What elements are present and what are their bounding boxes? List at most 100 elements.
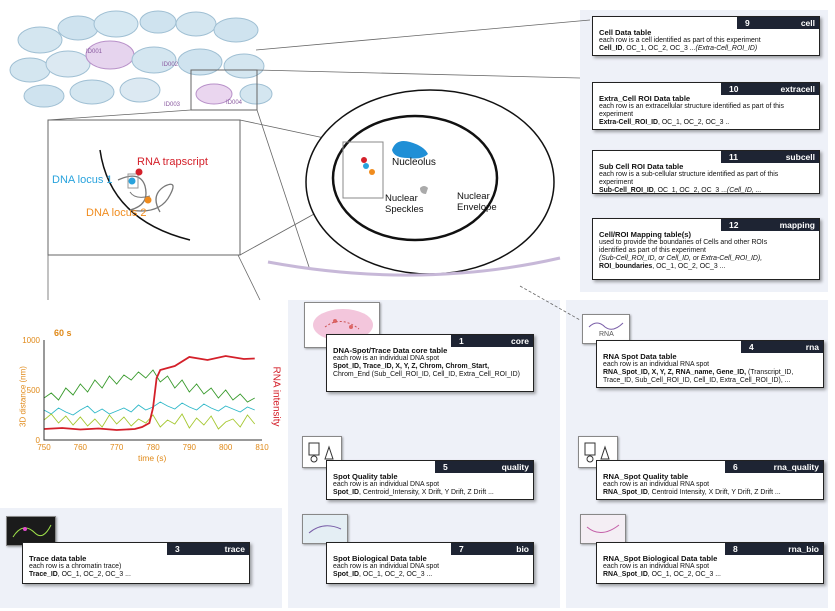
card-title: DNA-Spot/Trace Data core table <box>333 346 448 355</box>
card-key: trace <box>224 544 245 554</box>
cell-id-4: ID004 <box>226 100 243 106</box>
card-description: (Sub-Cell_ROI_ID, or Cell_ID, or Extra-C… <box>599 255 763 262</box>
card-number: 1 <box>459 336 464 346</box>
card-fields: Spot_ID, OC_1, OC_2, OC_3 ... <box>333 571 433 578</box>
card-number: 5 <box>443 462 448 472</box>
nucleolus-label: Nucleolus <box>392 157 436 168</box>
card-fields: Spot_ID, Trace_ID, X, Y, Z, Chrom, Chrom… <box>333 363 520 379</box>
card-header: 1 core <box>451 335 533 347</box>
card-fields: RNA_Spot_ID, OC_1, OC_2, OC_3 ... <box>603 571 721 578</box>
y-tick-label: 1000 <box>22 336 40 345</box>
chart-y-label: 3D distance (nm) <box>18 366 28 427</box>
nuclear-speckles-label: Nuclear Speckles <box>385 193 424 215</box>
card-title: Spot Biological Data table <box>333 554 427 563</box>
bio-thumbnail <box>302 514 348 544</box>
chart-x-label: time (s) <box>138 453 167 463</box>
series-line-3 <box>43 413 256 430</box>
x-tick-label: 780 <box>146 443 160 452</box>
cell-id-1: ID001 <box>86 49 103 55</box>
card-number: 12 <box>729 220 739 230</box>
cell-id-3: ID003 <box>164 102 181 108</box>
card-description: each row is a sub-cellular structure ide… <box>599 171 779 178</box>
card-key: rna_bio <box>788 544 819 554</box>
rna-bio-thumbnail <box>580 514 626 544</box>
rna-spot <box>135 168 143 176</box>
card-title: Extra_Cell ROI Data table <box>599 94 691 103</box>
cell-micrograph: ID001 ID002 ID003 ID004 <box>9 10 280 111</box>
y-tick-label: 0 <box>36 436 41 445</box>
card-title: Sub Cell ROI Data table <box>599 162 684 171</box>
card-title: RNA Spot Data table <box>603 352 677 361</box>
rna-transcript-label: RNA trapscript <box>137 156 208 168</box>
card-number: 8 <box>733 544 738 554</box>
card-description: experiment <box>599 111 634 118</box>
card-header: 5 quality <box>435 461 533 473</box>
x-tick-label: 810 <box>255 443 269 452</box>
y-tick-label: 500 <box>27 386 41 395</box>
card-description: each row is an individual RNA spot <box>603 361 710 368</box>
card-number: 9 <box>745 18 750 28</box>
card-fields: Extra-Cell_ROI_ID, OC_1, OC_2, OC_3 .. <box>599 119 730 126</box>
card-fields: RNA_Spot_ID, X, Y, Z, RNA_name, Gene_ID,… <box>603 369 794 385</box>
card-description: each row is an individual RNA spot <box>603 481 710 488</box>
card-number: 7 <box>459 544 464 554</box>
card-key: rna_quality <box>773 462 819 472</box>
dna-locus-2-label: DNA locus 2 <box>86 207 147 219</box>
card-fields: RNA_Spot_ID, Centroid Intensity, X Drift… <box>603 489 781 496</box>
card-title: Trace data table <box>29 554 87 563</box>
card-number: 4 <box>749 342 754 352</box>
card-key: cell <box>800 18 815 28</box>
card-fields: ROI_boundaries, OC_1, OC_2, OC_3 ... <box>599 263 726 270</box>
series-line-1 <box>43 369 255 403</box>
card-title: Cell/ROI Mapping table(s) <box>599 230 691 239</box>
card-description: each row is an individual DNA spot <box>333 355 440 362</box>
chart-title: 60 s <box>54 328 72 338</box>
card-header: 9 cell <box>737 17 819 29</box>
card-header: 7 bio <box>451 543 533 555</box>
card-title: Spot Quality table <box>333 472 398 481</box>
card-description: each row is a cell identified as part of… <box>599 37 761 44</box>
card-description: each row is a chromatin trace) <box>29 563 122 570</box>
rna-spot-thumbnail: RNA <box>582 314 630 344</box>
nucleus-schematic <box>267 89 561 277</box>
card-title: Cell Data table <box>599 28 652 37</box>
connector-lines <box>47 19 591 321</box>
x-tick-label: 800 <box>219 443 233 452</box>
card-description: experiment <box>599 179 634 186</box>
dna1-spot <box>128 177 136 185</box>
card-title: RNA_Spot Biological Data table <box>603 554 718 563</box>
dna-locus-1-label: DNA locus 1 <box>52 174 113 186</box>
card-description: each row is an individual RNA spot <box>603 563 710 570</box>
card-key: bio <box>516 544 529 554</box>
chart-y2-label: RNA intensity <box>270 366 282 427</box>
dna2-spot <box>144 196 152 204</box>
card-key: rna <box>805 342 819 352</box>
card-fields: Trace_ID, OC_1, OC_2, OC_3 ... <box>29 571 131 578</box>
x-tick-label: 790 <box>183 443 197 452</box>
cell-id-2: ID002 <box>162 62 179 68</box>
card-description: each row is an individual DNA spot <box>333 481 440 488</box>
card-key: core <box>511 336 529 346</box>
card-header: 4 rna <box>741 341 823 353</box>
card-key: mapping <box>779 220 815 230</box>
card-number: 11 <box>729 152 738 162</box>
card-key: subcell <box>785 152 815 162</box>
card-number: 3 <box>175 544 180 554</box>
card-description: each row is an extracellular structure i… <box>599 103 784 110</box>
card-fields: Sub-Cell_ROI_ID, OC_1, OC_2, OC_3 ...(Ce… <box>599 187 762 194</box>
card-key: quality <box>501 462 529 472</box>
card-description: each row is an individual DNA spot <box>333 563 440 570</box>
